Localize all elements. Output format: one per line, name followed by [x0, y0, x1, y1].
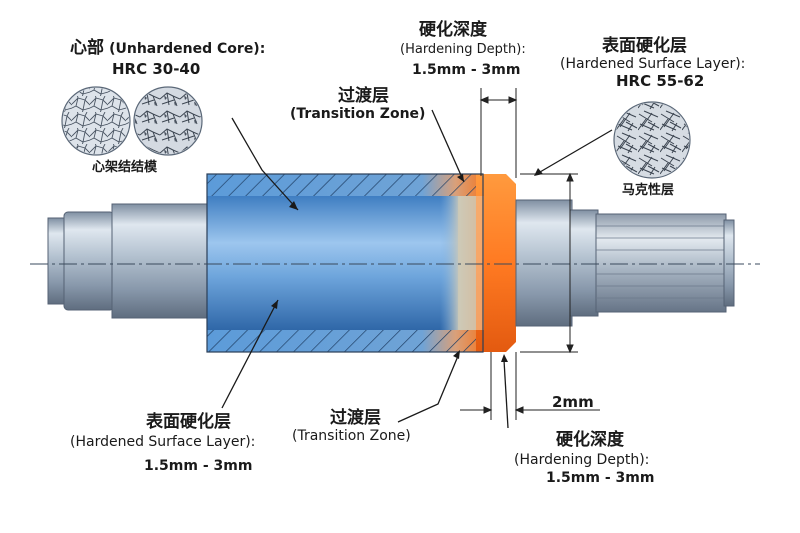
- bottom-surface-en: (Hardened Surface Layer):: [70, 434, 256, 450]
- core-micro-caption: 心架结结模: [92, 160, 158, 175]
- top-transition-en: (Transition Zone): [290, 106, 426, 122]
- left-shoulder: [63, 211, 115, 311]
- bottom-depth-zh: 硬化深度: [556, 430, 624, 450]
- dimension-2mm: 2mm: [552, 393, 594, 411]
- core-label-en: (Unhardened Core):: [109, 41, 266, 57]
- bottom-surface-value: 1.5mm - 3mm: [144, 458, 253, 474]
- bottom-surface-zh: 表面硬化层: [146, 412, 231, 432]
- top-depth-en: (Hardening Depth):: [400, 42, 526, 57]
- top-surface-hrc: HRC 55-62: [616, 72, 705, 90]
- core-label: 心部 (Unhardened Core):: [70, 38, 265, 59]
- top-depth-value: 1.5mm - 3mm: [412, 62, 521, 78]
- hardened-layer: [476, 174, 516, 352]
- core-hrc: HRC 30-40: [112, 60, 201, 78]
- spline-section: [595, 213, 727, 313]
- top-surface-zh: 表面硬化层: [602, 36, 687, 56]
- left-collar: [111, 203, 209, 319]
- core-label-zh: 心部: [70, 38, 104, 58]
- top-transition-zh: 过渡层: [338, 86, 389, 106]
- right-neck: [515, 199, 573, 327]
- top-depth-zh: 硬化深度: [419, 20, 487, 40]
- bottom-depth-value: 1.5mm - 3mm: [546, 470, 655, 486]
- core-body: [207, 196, 483, 330]
- bottom-depth-en: (Hardening Depth):: [514, 452, 650, 468]
- top-surface-en: (Hardened Surface Layer):: [560, 56, 746, 72]
- right-end: [723, 219, 735, 307]
- bottom-transition-en: (Transition Zone): [292, 428, 411, 444]
- right-groove: [569, 209, 599, 317]
- left-end-journal: [47, 217, 67, 305]
- bottom-transition-zh: 过渡层: [330, 408, 381, 428]
- martensite-caption: 马克性层: [622, 183, 675, 198]
